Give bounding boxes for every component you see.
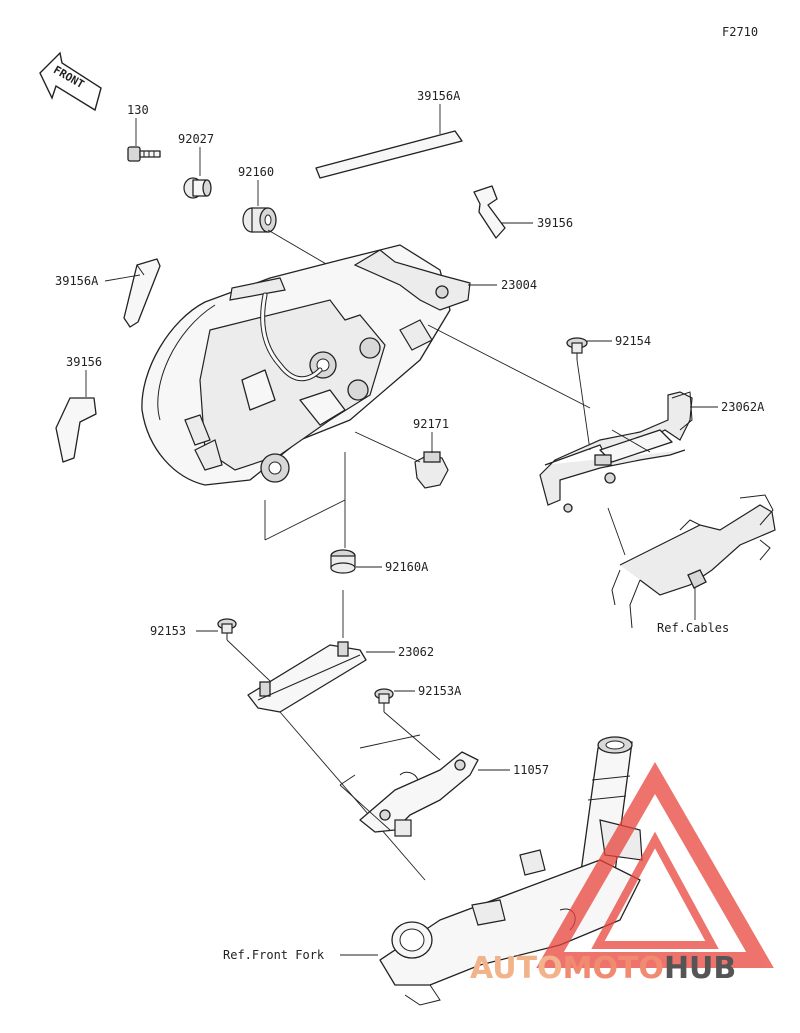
- label-39156-left: 39156: [66, 355, 102, 369]
- bolt-92154[interactable]: [566, 337, 588, 360]
- bolt-92153[interactable]: [217, 618, 237, 640]
- label-23004: 23004: [501, 278, 537, 292]
- tape-39156A-top[interactable]: [315, 130, 463, 179]
- watermark-part-hub: HUB: [664, 951, 736, 986]
- label-130: 130: [127, 103, 149, 117]
- label-39156A-top: 39156A: [417, 89, 461, 103]
- bracket-23062A[interactable]: [539, 391, 693, 513]
- label-ref-cables: Ref.Cables: [657, 621, 729, 635]
- bolt-92153A[interactable]: [374, 688, 394, 712]
- grommet-92160[interactable]: [242, 207, 277, 233]
- watermark-part-auto: AUTO: [470, 951, 563, 986]
- front-arrow-icon: FRONT: [39, 51, 102, 112]
- label-92153A: 92153A: [418, 684, 462, 698]
- label-11057: 11057: [513, 763, 549, 777]
- label-92154: 92154: [615, 334, 651, 348]
- label-ref-front-fork: Ref.Front Fork: [223, 948, 325, 962]
- bracket-11057[interactable]: [359, 751, 479, 837]
- label-92171: 92171: [413, 417, 449, 431]
- cable-bracket-ref: [611, 494, 776, 629]
- tape-39156-left[interactable]: [55, 397, 97, 463]
- watermark-text: AUTOMOTOHUB: [470, 951, 736, 986]
- label-23062A: 23062A: [721, 400, 765, 414]
- bracket-23062[interactable]: [247, 641, 367, 713]
- rubber-cap-92171[interactable]: [414, 451, 449, 489]
- figure-code: F2710: [722, 25, 758, 39]
- label-92160: 92160: [238, 165, 274, 179]
- watermark-logo: [536, 761, 774, 968]
- label-23062: 23062: [398, 645, 434, 659]
- collar-92027[interactable]: [183, 177, 212, 199]
- tape-39156A-left[interactable]: [123, 258, 161, 328]
- label-92027: 92027: [178, 132, 214, 146]
- tape-39156-top[interactable]: [473, 185, 506, 239]
- grommet-92160A[interactable]: [330, 549, 356, 574]
- watermark-part-moto: MOTO: [563, 951, 664, 986]
- label-92160A: 92160A: [385, 560, 429, 574]
- bolt-130[interactable]: [127, 146, 161, 162]
- label-92153: 92153: [150, 624, 186, 638]
- label-39156A-left: 39156A: [55, 274, 99, 288]
- headlight-assembly-23004[interactable]: [141, 244, 471, 486]
- label-39156-top: 39156: [537, 216, 573, 230]
